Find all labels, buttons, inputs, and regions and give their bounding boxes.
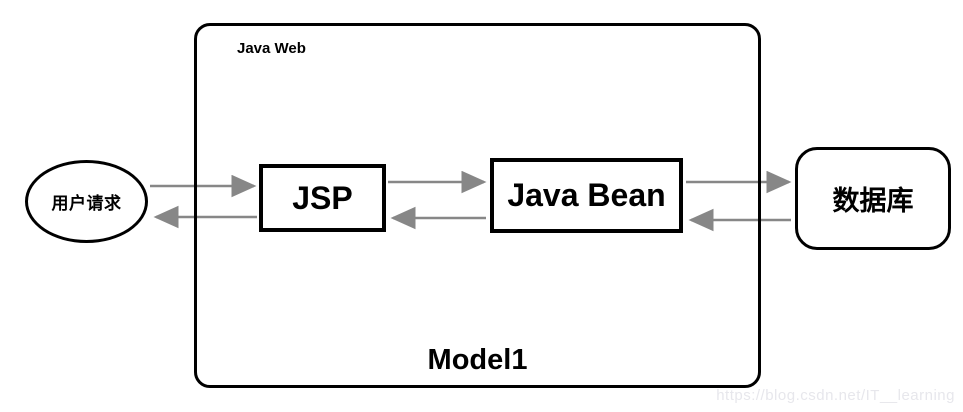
java-web-label: Java Web: [237, 40, 306, 57]
watermark: https://blog.csdn.net/IT__learning: [716, 387, 955, 404]
user-request-label: 用户请求: [51, 194, 122, 213]
model1-caption: Model1: [427, 344, 528, 376]
node-java-bean: Java Bean: [490, 158, 683, 233]
node-database: 数据库: [795, 147, 951, 250]
container-java-web: Java Web Model1: [194, 23, 761, 388]
database-label: 数据库: [832, 186, 914, 216]
node-user-request: 用户请求: [25, 160, 148, 243]
node-jsp: JSP: [259, 164, 386, 232]
jsp-label: JSP: [292, 179, 353, 216]
java-bean-label: Java Bean: [507, 177, 666, 213]
